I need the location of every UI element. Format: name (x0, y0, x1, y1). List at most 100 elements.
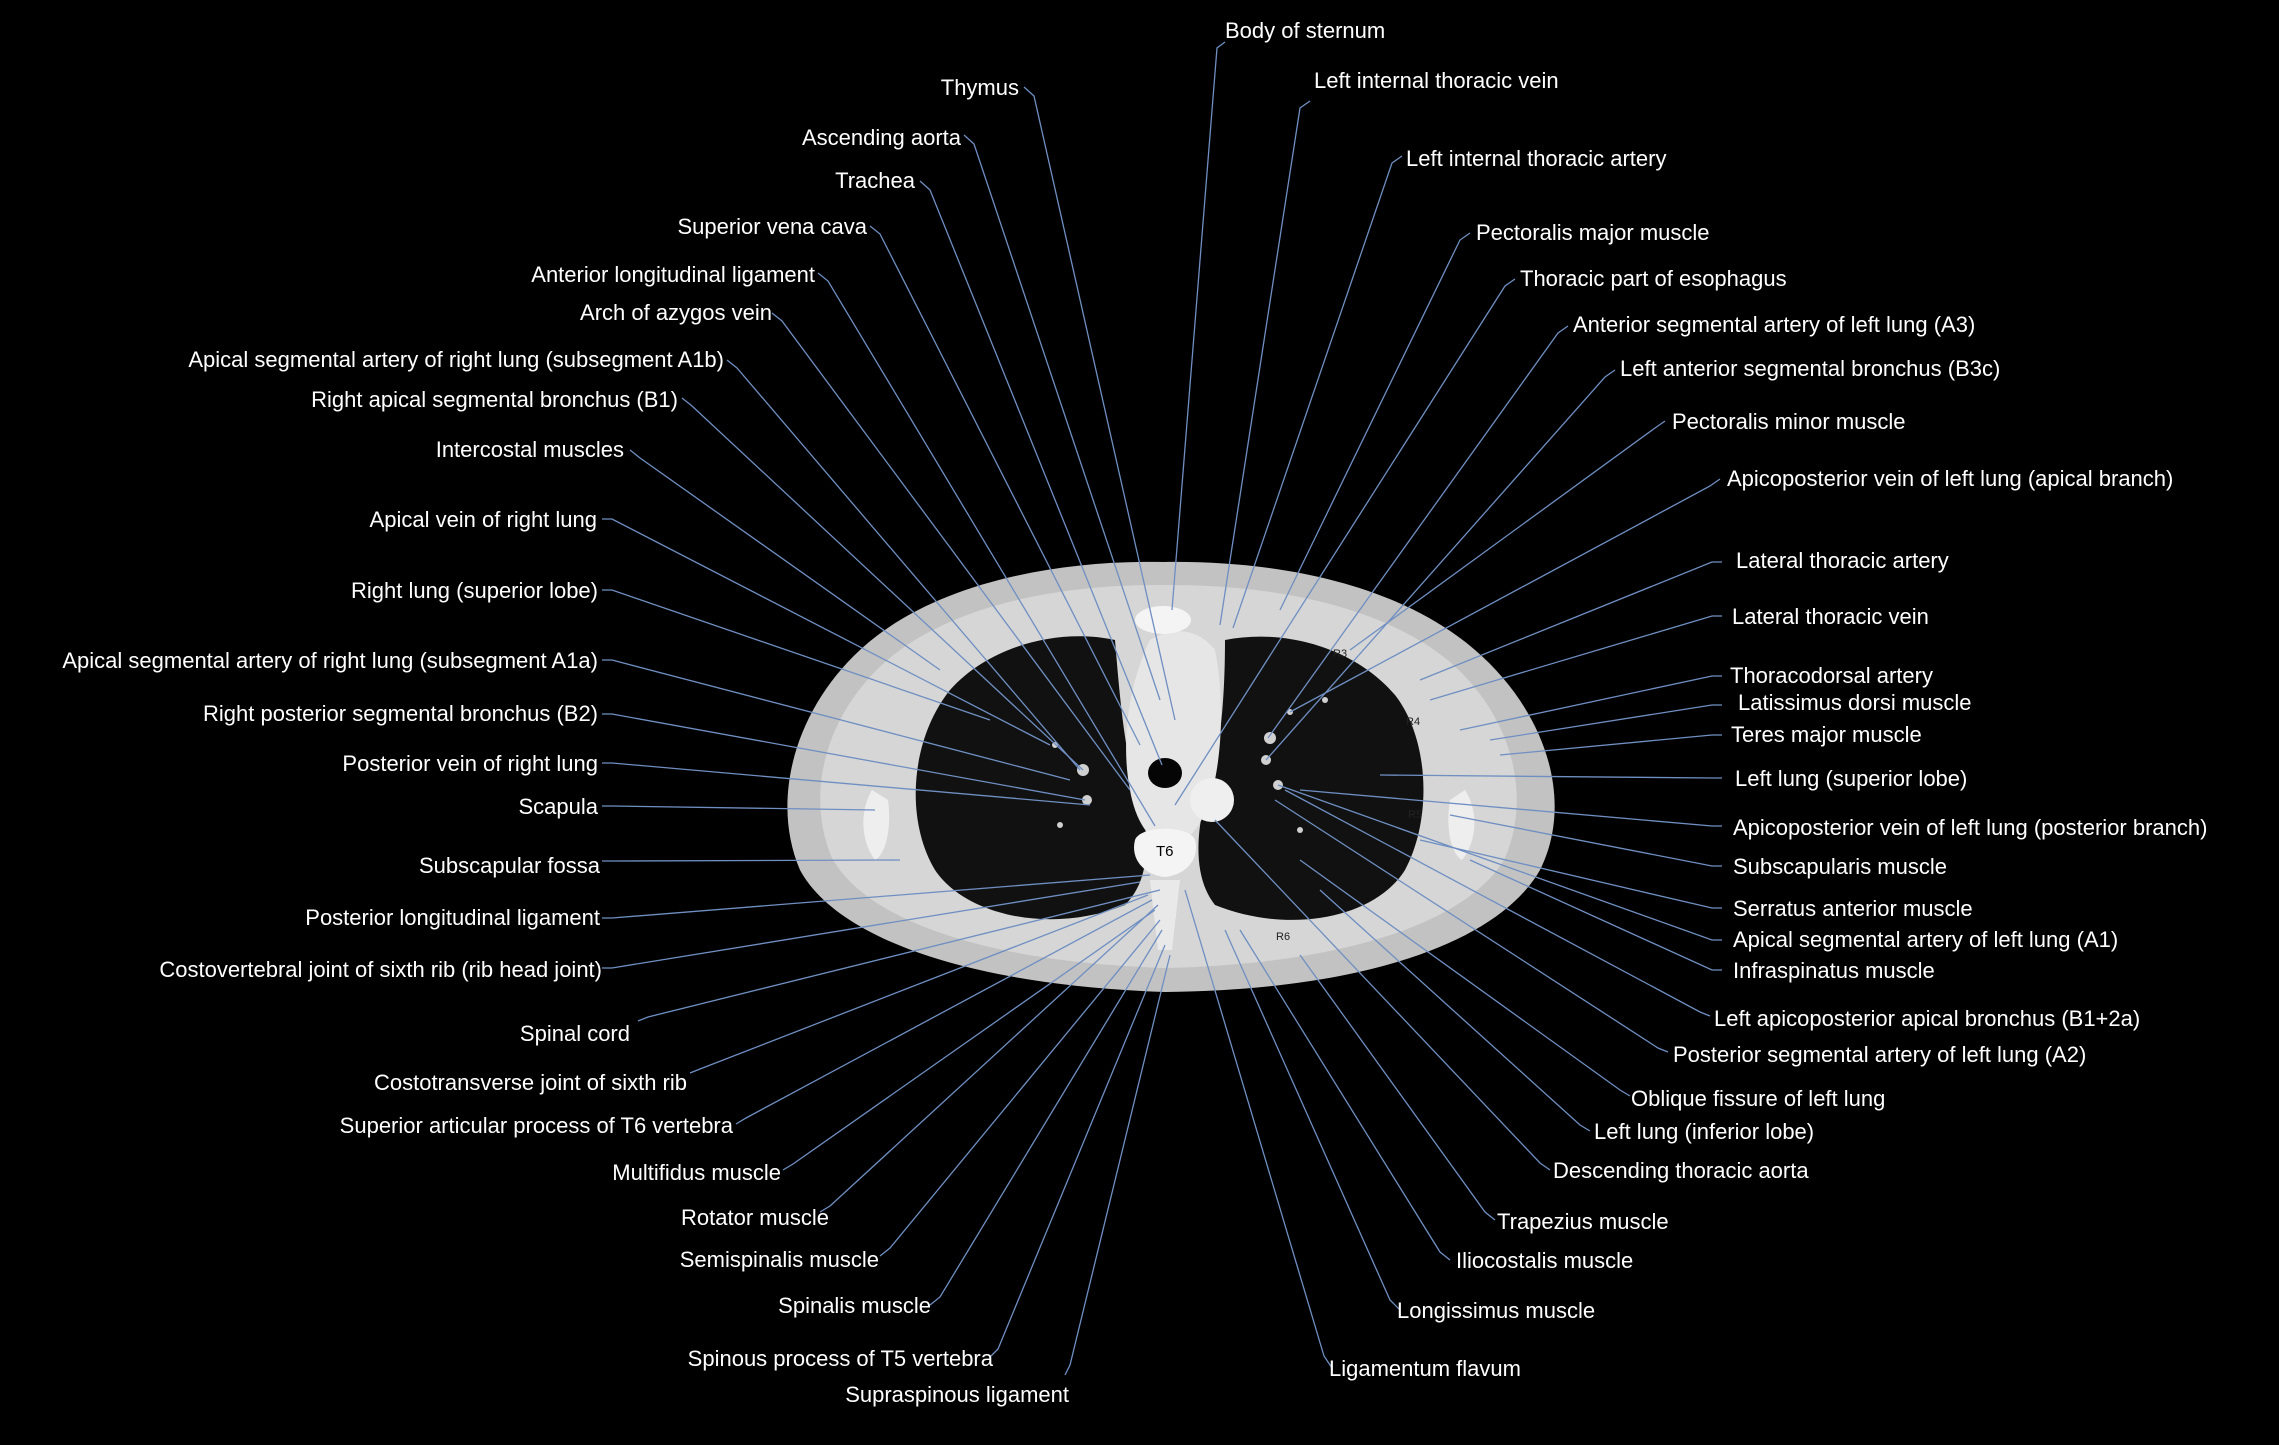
label-a1b-right: Apical segmental artery of right lung (s… (188, 347, 724, 372)
label-spinous-t5: Spinous process of T5 vertebra (688, 1346, 994, 1371)
leader-descending-aorta (1214, 819, 1551, 1171)
label-costovertebral-joint: Costovertebral joint of sixth rib (rib h… (159, 957, 602, 982)
leader-left-lung-superior (1379, 774, 1722, 779)
label-thoracic-esophagus: Thoracic part of esophagus (1520, 266, 1787, 291)
label-longissimus: Longissimus muscle (1397, 1298, 1595, 1323)
leader-spinous-t5 (989, 944, 1166, 1358)
leader-a3-left (1267, 325, 1569, 739)
leader-costovertebral-joint (602, 881, 1141, 969)
label-intercostal: Intercostal muscles (436, 437, 624, 462)
left-scapula-bone (1448, 790, 1475, 860)
rib-label-r4: R4 (1406, 716, 1420, 728)
label-lateral-thoracic-artery: Lateral thoracic artery (1736, 548, 1949, 573)
label-a2-left: Posterior segmental artery of left lung … (1673, 1042, 2086, 1067)
leader-scapula (602, 805, 876, 811)
anatomy-labels: Body of sternum Thymus Left internal tho… (62, 18, 2207, 1407)
label-spinalis: Spinalis muscle (778, 1293, 931, 1318)
label-apical-vein-right: Apical vein of right lung (370, 507, 597, 532)
leader-spinalis (929, 929, 1163, 1306)
leader-trachea (919, 180, 1163, 766)
leader-left-lung-inferior (1319, 889, 1591, 1132)
leader-thoracodorsal-artery (1459, 675, 1722, 731)
label-anterior-longitudinal-ligament: Anterior longitudinal ligament (531, 262, 815, 287)
leader-superior-vena-cava (869, 225, 1141, 746)
leader-spinal-cord (637, 889, 1161, 1022)
leader-multifidus (782, 909, 1156, 1171)
leader-arch-of-azygos (771, 312, 1131, 791)
label-b1-2a-left: Left apicoposterior apical bronchus (B1+… (1714, 1006, 2140, 1031)
label-superior-vena-cava: Superior vena cava (677, 214, 867, 239)
label-apicoposterior-vein-posterior: Apicoposterior vein of left lung (poster… (1733, 815, 2207, 840)
leader-right-lung-superior (602, 589, 991, 721)
label-a1-left: Apical segmental artery of left lung (A1… (1733, 927, 2118, 952)
leader-lines (602, 41, 1722, 1376)
label-trachea: Trachea (835, 168, 916, 193)
label-arch-of-azygos: Arch of azygos vein (580, 300, 772, 325)
leader-posterior-longitudinal-ligament (602, 874, 1151, 919)
left-lung (1198, 636, 1424, 920)
label-left-lung-inferior: Left lung (inferior lobe) (1594, 1119, 1814, 1144)
leader-rotator (819, 904, 1159, 1213)
leader-left-internal-thoracic-vein (1219, 100, 1311, 626)
rib-label-r5: R5 (1408, 809, 1422, 821)
label-subscapular-fossa: Subscapular fossa (419, 853, 601, 878)
label-left-internal-thoracic-vein: Left internal thoracic vein (1314, 68, 1559, 93)
leader-b2-right (602, 713, 1086, 801)
vertebra-label: T6 (1156, 843, 1174, 860)
leader-pectoralis-major (1279, 232, 1471, 611)
rib-label-r6: R6 (1276, 931, 1290, 943)
label-b2-right: Right posterior segmental bronchus (B2) (203, 701, 598, 726)
right-lung (915, 636, 1147, 920)
descending-aorta-disc (1190, 778, 1234, 822)
label-apicoposterior-vein-apical: Apicoposterior vein of left lung (apical… (1727, 466, 2173, 491)
ct-slice-image: T6 R3 R4 R5 R6 (787, 561, 1555, 992)
label-trapezius: Trapezius muscle (1497, 1209, 1669, 1234)
leader-costotransverse-joint (689, 894, 1149, 1074)
leader-serratus-anterior (1419, 839, 1722, 909)
label-serratus-anterior: Serratus anterior muscle (1733, 896, 1973, 921)
leader-b1-2a-left (1284, 789, 1711, 1017)
leader-semispinalis (879, 919, 1161, 1257)
leader-left-internal-thoracic-artery (1232, 155, 1403, 629)
label-b3c-left: Left anterior segmental bronchus (B3c) (1620, 356, 2000, 381)
label-a3-left: Anterior segmental artery of left lung (… (1573, 312, 1975, 337)
label-lateral-thoracic-vein: Lateral thoracic vein (1732, 604, 1929, 629)
label-infraspinatus: Infraspinatus muscle (1733, 958, 1935, 983)
leader-iliocostalis (1239, 929, 1451, 1261)
leader-infraspinatus (1469, 859, 1722, 971)
leader-a1-left (1277, 784, 1722, 941)
leader-latissimus-dorsi (1489, 704, 1722, 741)
leader-supraspinous (1064, 954, 1171, 1376)
leader-lateral-thoracic-artery (1419, 561, 1722, 681)
leader-longissimus (1224, 929, 1401, 1311)
label-body-of-sternum: Body of sternum (1225, 18, 1385, 43)
leader-intercostal (629, 449, 941, 671)
label-descending-aorta: Descending thoracic aorta (1553, 1158, 1809, 1183)
label-left-internal-thoracic-artery: Left internal thoracic artery (1406, 146, 1666, 171)
label-thoracodorsal-artery: Thoracodorsal artery (1730, 663, 1933, 688)
leader-b3c-left (1265, 369, 1616, 761)
leader-thoracic-esophagus (1174, 278, 1516, 806)
label-ligamentum-flavum: Ligamentum flavum (1329, 1356, 1521, 1381)
leader-superior-articular-t6 (735, 899, 1153, 1125)
leader-a1a-right (602, 659, 1071, 781)
leader-apicoposterior-vein-posterior (1299, 789, 1722, 827)
label-left-lung-superior: Left lung (superior lobe) (1735, 766, 1967, 791)
label-spinal-cord: Spinal cord (520, 1021, 630, 1046)
leader-apical-vein-right (602, 518, 1051, 746)
label-pectoralis-major: Pectoralis major muscle (1476, 220, 1710, 245)
leader-subscapularis (1449, 814, 1722, 867)
right-scapula-bone (863, 790, 890, 860)
label-iliocostalis: Iliocostalis muscle (1456, 1248, 1633, 1273)
label-latissimus-dorsi: Latissimus dorsi muscle (1738, 690, 1972, 715)
rib-label-r3: R3 (1333, 648, 1347, 660)
leader-ligamentum-flavum (1184, 889, 1333, 1369)
leader-a2-left (1274, 799, 1669, 1053)
label-multifidus: Multifidus muscle (612, 1160, 781, 1185)
leader-subscapular-fossa (602, 859, 901, 862)
leader-a1b-right (726, 359, 1081, 771)
leader-trapezius (1299, 954, 1496, 1221)
leader-pectoralis-minor (1349, 420, 1666, 651)
label-posterior-longitudinal-ligament: Posterior longitudinal ligament (305, 905, 600, 930)
